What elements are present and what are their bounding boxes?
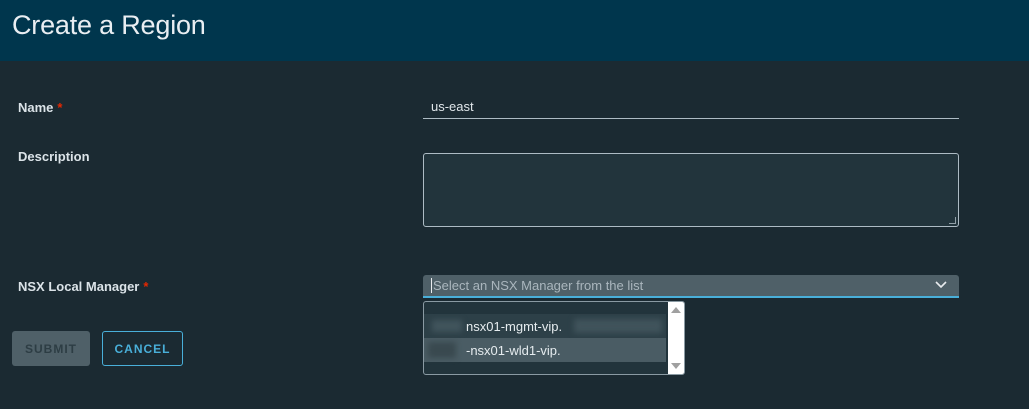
nsx-manager-dropdown-list: nsx01-mgmt-vip. -nsx01-wld1-vip. [423,301,685,375]
name-label-text: Name [18,100,54,115]
redacted-text [428,342,456,358]
nsx-manager-placeholder: Select an NSX Manager from the list [431,278,644,293]
nsx-manager-label-text: NSX Local Manager [18,279,140,294]
option-label: -nsx01-wld1-vip. [466,343,561,358]
option-label: nsx01-mgmt-vip. [466,319,563,334]
page-title: Create a Region [12,10,206,40]
dropdown-option[interactable]: -nsx01-wld1-vip. [424,338,666,362]
scroll-down-icon[interactable] [671,363,681,369]
redacted-text [432,320,462,332]
cancel-button[interactable]: CANCEL [102,331,183,366]
dropdown-scrollbar[interactable] [668,302,684,374]
description-textarea[interactable] [423,153,959,227]
required-mark: * [57,100,63,115]
redacted-text [574,319,662,333]
page-header: Create a Region [0,0,1029,61]
name-input-value: us-east [431,99,474,114]
name-input[interactable]: us-east [423,94,959,119]
required-mark: * [143,279,149,294]
scroll-up-icon[interactable] [671,307,681,313]
nsx-manager-select[interactable]: Select an NSX Manager from the list [423,275,959,298]
nsx-manager-label: NSX Local Manager* [18,279,148,294]
submit-button[interactable]: SUBMIT [12,331,90,366]
name-label: Name* [18,100,62,115]
resize-handle-icon[interactable] [949,217,956,224]
description-label: Description [18,149,90,164]
chevron-down-icon[interactable] [934,278,948,292]
dropdown-option[interactable]: nsx01-mgmt-vip. [424,314,666,338]
